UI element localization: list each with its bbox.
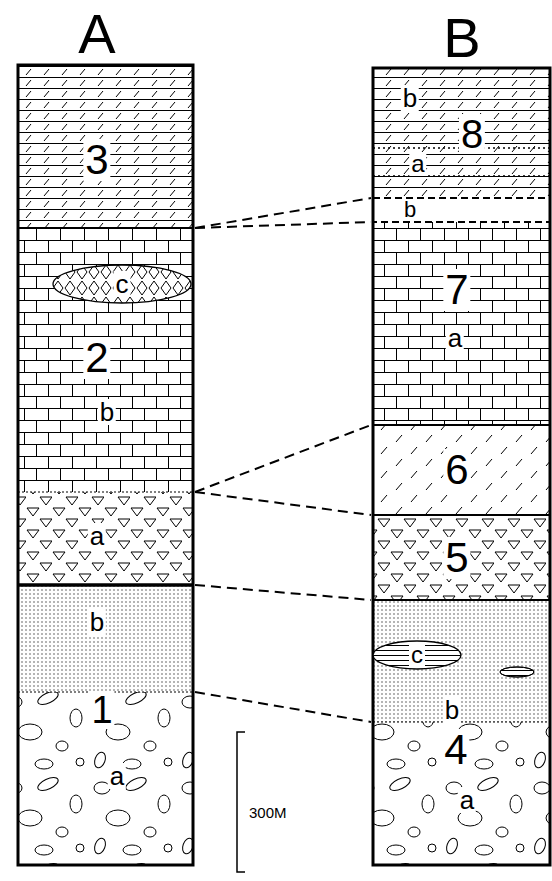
- correlation-line: [195, 425, 371, 492]
- sandstone-pattern: [18, 585, 193, 692]
- rock-unit: b a 7: [373, 198, 550, 425]
- rock-unit: 6: [373, 425, 550, 515]
- rock-unit: b a 8: [373, 68, 550, 198]
- scale-bar: [237, 732, 245, 872]
- unit-number: 4: [442, 729, 469, 771]
- correlation-line: [195, 492, 371, 515]
- sandstone-pattern: [373, 600, 550, 722]
- unit-boundary: [373, 514, 550, 516]
- lens-fill: [53, 265, 191, 303]
- subunit-letter: b: [98, 399, 116, 425]
- rock-subunit: b: [373, 198, 550, 222]
- unit-boundary: [18, 583, 193, 587]
- subunit-letter: a: [446, 325, 464, 351]
- subunit-letter: a: [409, 152, 426, 176]
- lens-fill: [373, 641, 461, 669]
- conglomerate-pattern: [18, 692, 193, 865]
- rock-subunit: cb: [373, 600, 550, 722]
- breccia-pattern: [18, 492, 193, 585]
- column-outline: [373, 68, 550, 865]
- conglomerate-pattern: [373, 722, 550, 865]
- rock-subunit: a: [373, 148, 550, 198]
- stratigraphic-column: 3cba2ba1A: [18, 65, 193, 865]
- rock-unit: 3: [18, 65, 193, 228]
- unit-number: 6: [443, 449, 470, 491]
- unit-number: 7: [443, 269, 470, 311]
- correlation-line: [195, 692, 371, 722]
- lens-ground: [373, 641, 461, 669]
- unit-number: 1: [89, 691, 114, 729]
- lens: c: [372, 640, 462, 670]
- column-outline: [18, 65, 193, 865]
- lens-ground: [53, 265, 191, 303]
- subunit-letter: b: [88, 609, 106, 635]
- breccia-pattern: [373, 515, 550, 600]
- rock-subunit: b: [18, 585, 193, 692]
- stratigraphic-column: ba8ba765cba4B: [373, 68, 550, 865]
- column-label: A: [76, 6, 117, 62]
- unit-boundary: [18, 227, 193, 229]
- subunit-letter: b: [401, 85, 419, 111]
- scale-label: 300M: [247, 805, 289, 820]
- unit-number: 3: [83, 139, 110, 181]
- subunit-letter: a: [88, 523, 106, 549]
- lens-small: [500, 667, 534, 677]
- unit-boundary: [373, 599, 550, 601]
- unit-boundary: [373, 424, 550, 426]
- lens: c: [52, 264, 192, 304]
- correlation-line: [195, 585, 371, 600]
- dashed-subunit: [373, 198, 550, 222]
- unit-number: 5: [443, 537, 470, 579]
- lens-letter: c: [409, 643, 425, 667]
- rock-subunit: a: [373, 222, 550, 425]
- marl-pattern: [373, 425, 550, 515]
- subunit-letter: b: [402, 199, 418, 221]
- subunit-boundary: [18, 491, 193, 492]
- subunit-letter: a: [108, 763, 126, 789]
- unit-number: 2: [83, 337, 110, 379]
- correlation-line: [195, 222, 371, 228]
- limestone-pattern: [373, 222, 550, 425]
- subunit-boundary: [373, 175, 550, 177]
- subunit-letter: a: [458, 787, 476, 813]
- dolomite-pattern: [18, 65, 193, 228]
- rock-unit: c b a 2: [18, 228, 193, 585]
- lens-letter: c: [114, 271, 131, 297]
- lens-small-fill: [500, 667, 534, 677]
- column-label: B: [441, 10, 482, 66]
- subunit-letter: b: [443, 697, 461, 723]
- limestone-pattern: [18, 228, 193, 492]
- subunit-boundary: [373, 721, 550, 722]
- unit-number: 8: [459, 114, 485, 154]
- rock-unit: 5: [373, 515, 550, 600]
- rock-unit: cba4: [373, 600, 550, 865]
- rock-subunit: a: [18, 492, 193, 585]
- dolomite-pattern: [373, 68, 550, 198]
- correlation-line: [195, 198, 371, 228]
- rock-unit: b a 1: [18, 585, 193, 865]
